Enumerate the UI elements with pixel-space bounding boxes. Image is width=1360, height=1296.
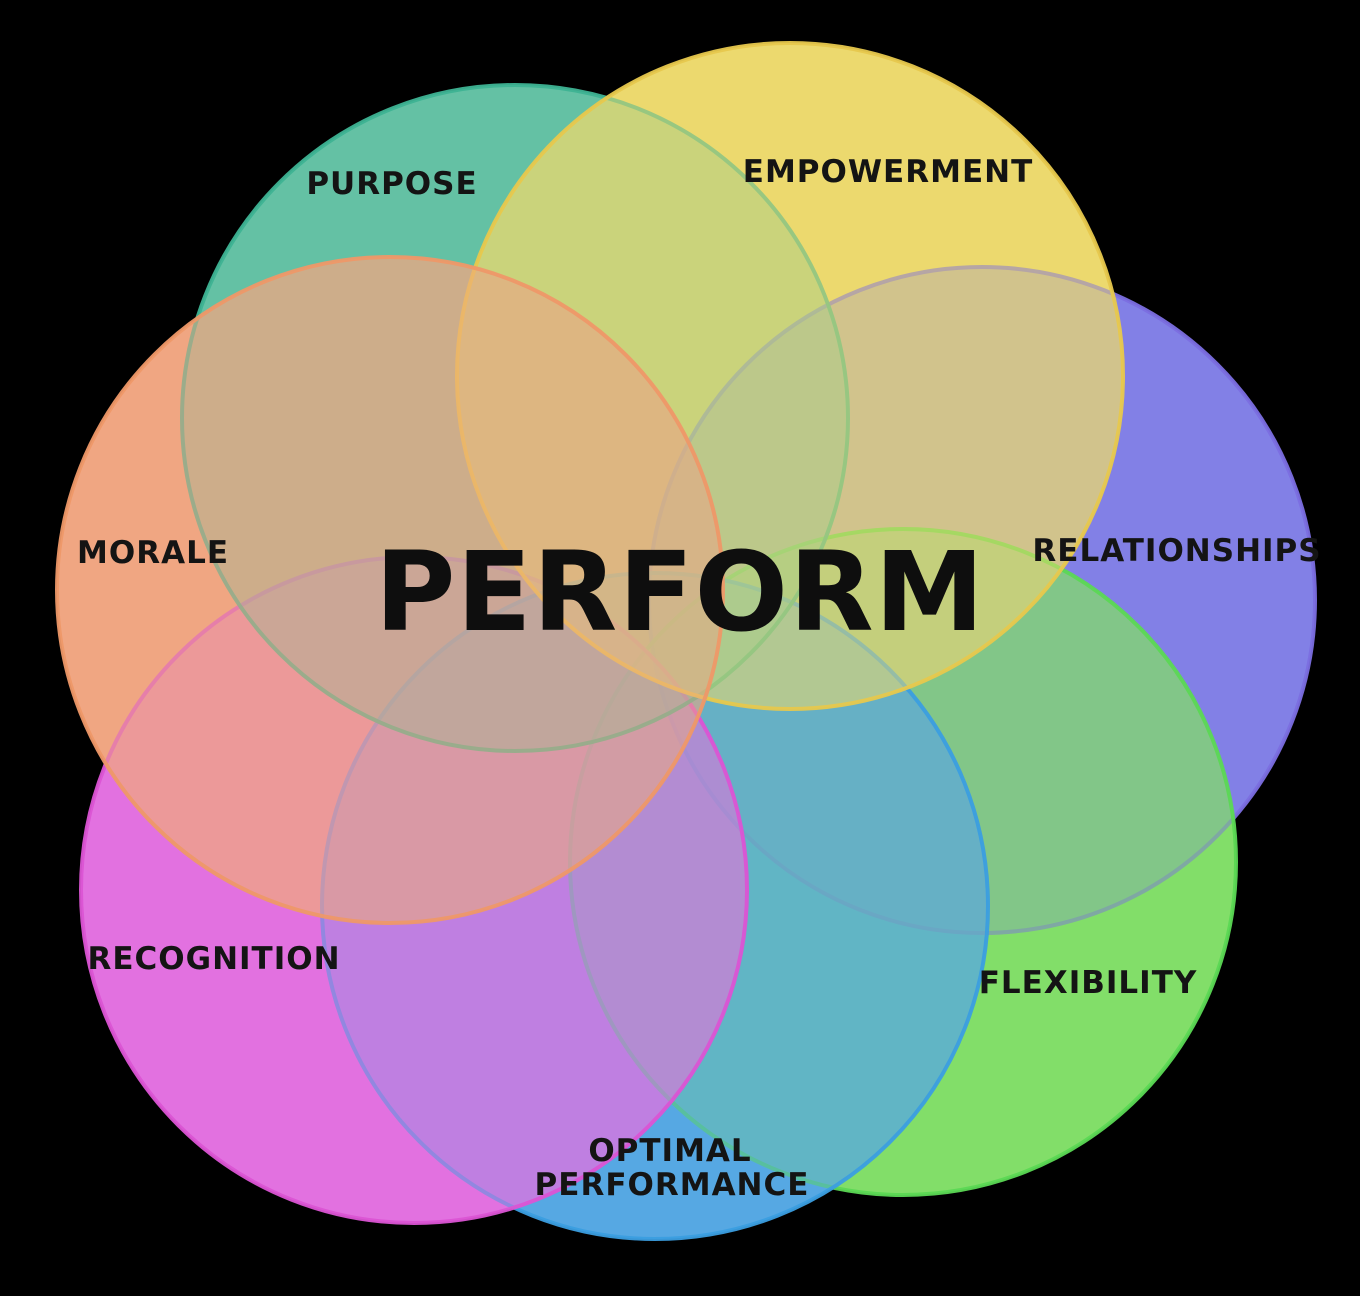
petal-circle-morale <box>55 255 725 925</box>
diagram-title: PERFORM <box>374 528 986 656</box>
